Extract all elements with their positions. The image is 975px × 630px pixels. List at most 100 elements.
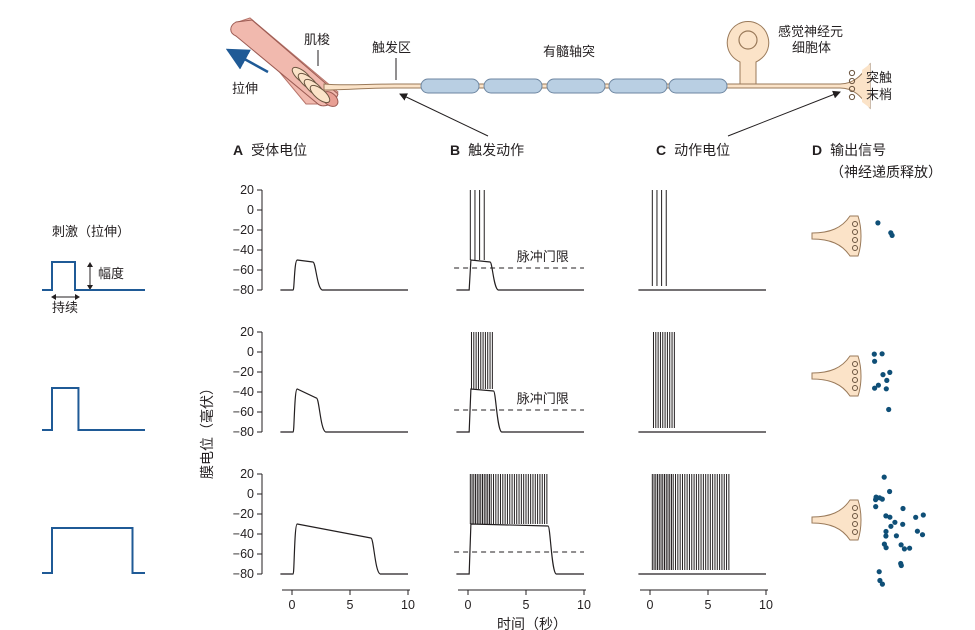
terminal-vesicle — [852, 377, 858, 383]
spindle-coils — [291, 66, 331, 104]
released-vesicle — [884, 377, 890, 383]
terminal-vesicle — [852, 529, 858, 535]
trigger-arrow — [399, 93, 489, 137]
terminal-vesicle — [852, 229, 858, 235]
terminal-bulb — [811, 499, 862, 541]
synaptic-terminal — [848, 64, 870, 108]
released-vesicle — [887, 514, 893, 520]
threshold-label: 脉冲门限 — [517, 392, 569, 407]
stimulus-title: 刺激（拉伸） — [52, 225, 130, 240]
x-tick-label: 5 — [523, 598, 530, 612]
y-tick-label: −20 — [233, 365, 254, 379]
y-tick-label: −40 — [233, 385, 254, 399]
receptor-potential-trace — [280, 388, 408, 433]
output-terminal — [811, 474, 926, 587]
released-vesicle — [875, 220, 881, 226]
y-tick-label: −40 — [233, 527, 254, 541]
released-vesicle — [888, 523, 894, 529]
released-vesicle — [873, 504, 879, 510]
terminal-vesicle — [852, 521, 858, 527]
threshold-label: 脉冲门限 — [517, 250, 569, 265]
column-d-label: 输出信号 — [830, 143, 886, 159]
cell-body-label-2: 细胞体 — [792, 41, 831, 56]
y-axis-label: 膜电位（毫伏） — [199, 381, 216, 479]
released-vesicle — [907, 545, 913, 551]
terminal-label-1: 突触 — [866, 70, 892, 86]
terminal-bulb — [811, 355, 862, 397]
stretch-label: 拉伸 — [232, 82, 258, 97]
x-tick-label: 0 — [289, 598, 296, 612]
column-d-sublabel: （神经递质释放） — [830, 165, 942, 181]
released-vesicle — [898, 542, 904, 548]
vesicle-panels — [811, 215, 926, 587]
released-vesicle — [914, 528, 921, 534]
released-vesicle — [883, 528, 889, 535]
y-tick-label: −20 — [233, 507, 254, 521]
released-vesicle — [873, 494, 879, 500]
column-c-letter: C — [656, 142, 666, 158]
trigger-trace — [456, 388, 584, 433]
column-b-label: 触发动作 — [468, 143, 524, 159]
receptor-potential-trace — [280, 259, 408, 291]
released-vesicle — [871, 351, 877, 357]
stretch-arrow — [225, 48, 269, 74]
x-tick-label: 0 — [647, 598, 654, 612]
terminal-vesicle — [852, 237, 858, 243]
released-vesicle — [901, 546, 908, 552]
y-tick-label: −60 — [233, 547, 254, 561]
column-b-letter: B — [450, 142, 460, 158]
x-tick-label: 10 — [401, 598, 415, 612]
terminal-vesicle — [852, 361, 858, 367]
trigger-trace — [456, 523, 584, 575]
released-vesicle — [883, 545, 889, 551]
myelinated-axon-label: 有髓轴突 — [543, 44, 595, 60]
y-tick-label: 20 — [240, 467, 254, 481]
trigger-trace — [456, 259, 584, 291]
released-vesicle — [883, 386, 889, 392]
amplitude-label: 幅度 — [98, 266, 124, 282]
y-tick-label: −80 — [233, 425, 254, 439]
released-vesicle — [913, 514, 919, 520]
x-tick-label: 10 — [577, 598, 591, 612]
released-vesicle — [919, 532, 926, 538]
cell-body-label-1: 感觉神经元 — [778, 24, 843, 40]
released-vesicle — [898, 560, 904, 567]
terminal-bulb — [811, 215, 862, 257]
terminal-label-2: 末梢 — [866, 88, 892, 103]
terminal-vesicle — [852, 385, 858, 391]
released-vesicle — [900, 505, 906, 512]
receptor-potential-trace — [280, 523, 408, 575]
column-a-letter: A — [233, 142, 243, 158]
terminal-vesicle — [852, 245, 858, 251]
terminal-vesicle — [852, 505, 858, 511]
released-vesicle — [880, 372, 886, 378]
y-tick-label: −60 — [233, 405, 254, 419]
terminal-vesicle — [852, 369, 858, 375]
released-vesicle — [876, 569, 882, 575]
y-tick-label: −20 — [233, 223, 254, 237]
y-tick-label: 0 — [247, 203, 254, 217]
y-tick-label: 20 — [240, 183, 254, 197]
column-a-label: 受体电位 — [251, 143, 307, 159]
released-vesicle — [886, 406, 892, 413]
released-vesicle — [893, 533, 900, 539]
action-potential-arrow — [727, 90, 841, 137]
released-vesicle — [879, 581, 886, 587]
y-tick-label: 0 — [247, 345, 254, 359]
spindle-label: 肌梭 — [304, 32, 330, 48]
stimulus-pulse-row-2 — [42, 387, 145, 431]
released-vesicle — [888, 230, 894, 236]
released-vesicle — [883, 513, 889, 519]
released-vesicle — [872, 358, 878, 364]
released-vesicle — [875, 382, 882, 388]
x-tick-label: 10 — [759, 598, 773, 612]
y-tick-label: −80 — [233, 283, 254, 297]
column-c-label: 动作电位 — [674, 143, 730, 159]
x-tick-label: 0 — [465, 598, 472, 612]
